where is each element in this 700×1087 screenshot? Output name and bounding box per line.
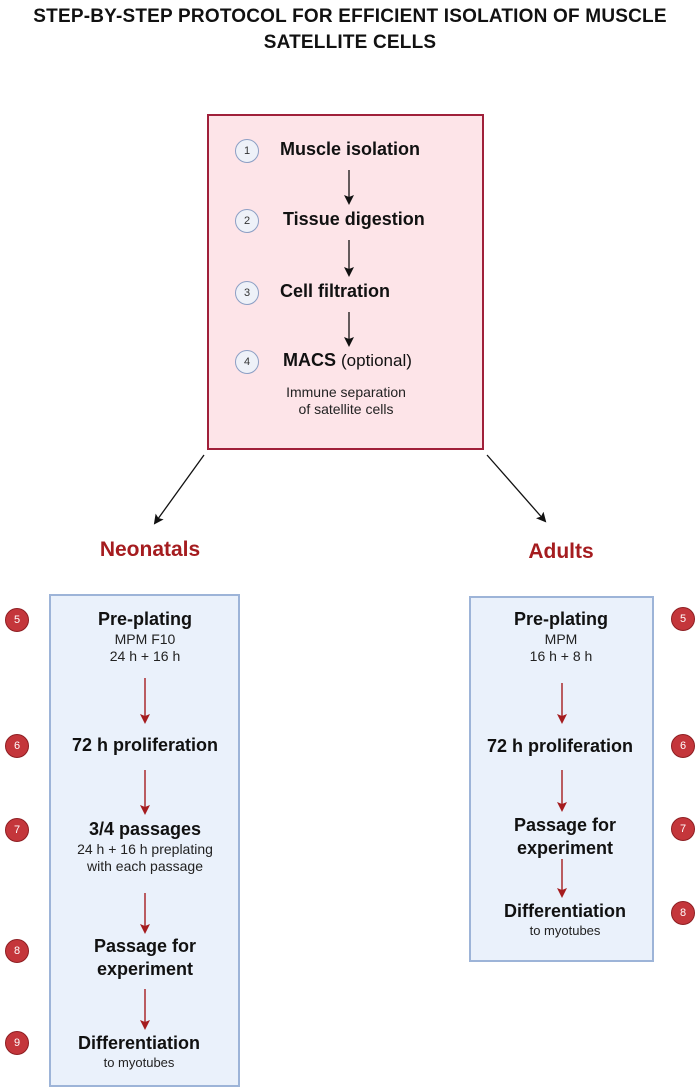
adult-step-7-badge: 7	[671, 817, 695, 841]
neonatal-step-7-badge: 7	[5, 818, 29, 842]
adult-step-5-badge: 5	[671, 607, 695, 631]
arrow-to-neonatals	[153, 454, 205, 525]
step-2-label: Tissue digestion	[283, 209, 425, 229]
step-2-badge: 2	[235, 209, 259, 233]
neonatal-step-8: Passage for experiment	[93, 936, 197, 979]
neonatal-step-9-badge: 9	[5, 1031, 29, 1055]
adults-heading: Adults	[528, 540, 594, 563]
step-1-label: Muscle isolation	[280, 139, 421, 159]
adult-step-7: Passage for experiment	[513, 815, 617, 858]
neonatal-step-5: Pre-plating MPM F10 24 h + 16 h	[97, 609, 193, 664]
step-1-badge: 1	[235, 139, 259, 163]
neonatals-heading: Neonatals	[99, 538, 201, 561]
adult-step-8: Differentiation to myotubes	[503, 901, 627, 938]
step-4-badge: 4	[235, 350, 259, 374]
step-4-label: MACS (optional)	[283, 350, 412, 370]
step-3-label: Cell filtration	[280, 281, 391, 301]
title-line-2: SATELLITE CELLS	[263, 32, 437, 53]
neonatal-step-5-badge: 5	[5, 608, 29, 632]
page-title: STEP-BY-STEP PROTOCOL FOR EFFICIENT ISOL…	[0, 4, 700, 56]
step-4-subtext: Immune separation of satellite cells	[286, 384, 406, 417]
title-line-1: STEP-BY-STEP PROTOCOL FOR EFFICIENT ISOL…	[33, 6, 667, 27]
neonatal-step-9: Differentiation to myotubes	[77, 1033, 201, 1070]
neonatal-step-7: 3/4 passages 24 h + 16 h preplating with…	[77, 819, 213, 874]
neonatal-step-6-badge: 6	[5, 734, 29, 758]
adult-step-6: 72 h proliferation	[486, 736, 634, 756]
adult-step-8-badge: 8	[671, 901, 695, 925]
adult-step-5: Pre-plating MPM 16 h + 8 h	[513, 609, 609, 664]
step-3-badge: 3	[235, 281, 259, 305]
neonatal-step-8-badge: 8	[5, 939, 29, 963]
adult-step-6-badge: 6	[671, 734, 695, 758]
arrow-to-adults	[486, 454, 547, 523]
neonatal-step-6: 72 h proliferation	[71, 735, 219, 755]
